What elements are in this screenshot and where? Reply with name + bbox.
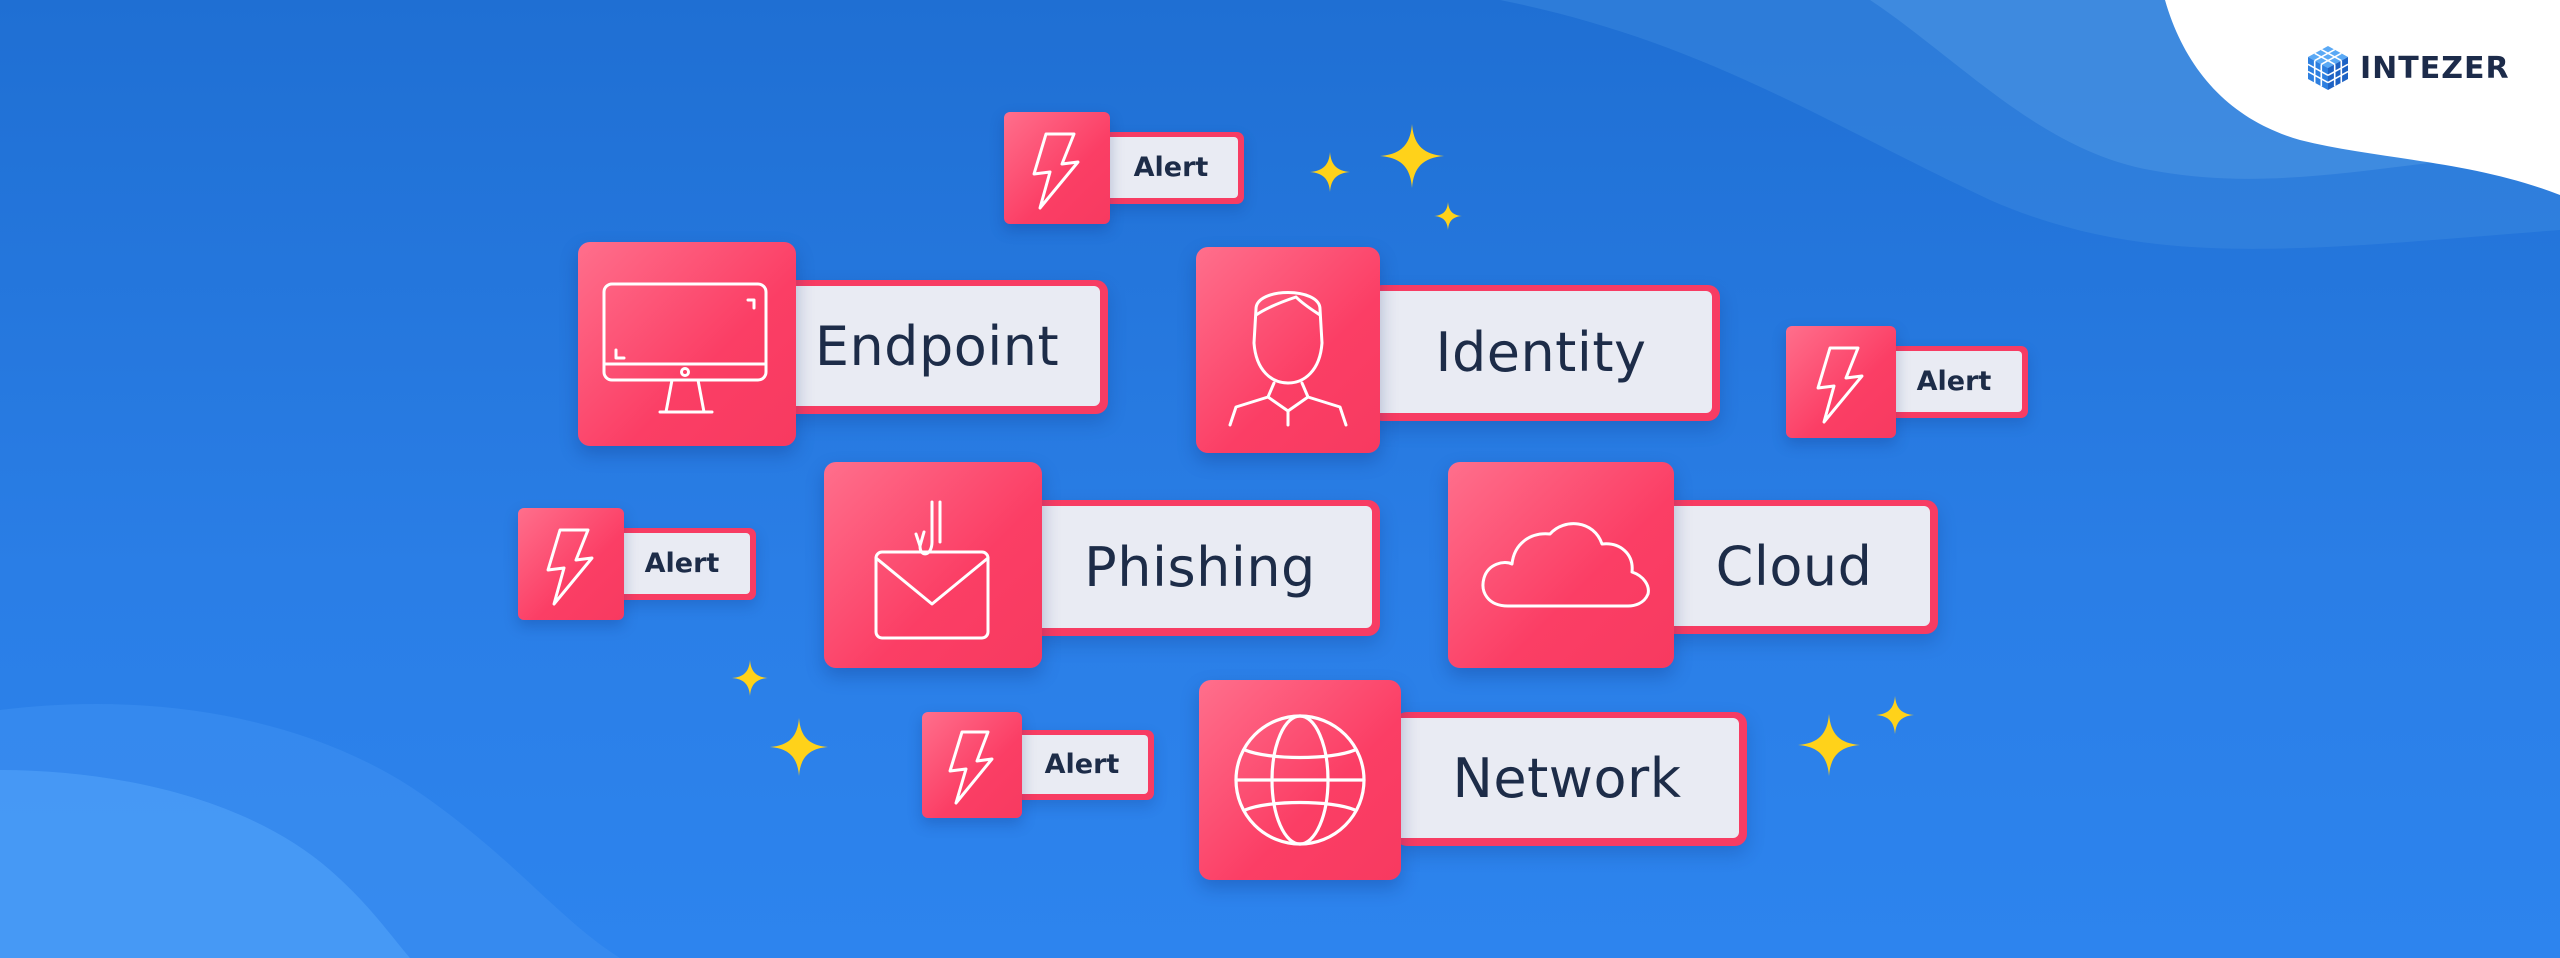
user-icon <box>1196 247 1380 453</box>
alert-label: Alert <box>1133 152 1209 183</box>
lightning-bolt-icon <box>518 508 624 620</box>
alert-chip: Alert <box>518 508 756 620</box>
category-label: Identity <box>1435 320 1647 384</box>
sparkle-icon <box>1380 124 1444 188</box>
sparkle-icon <box>1434 202 1462 230</box>
category-card-endpoint: Endpoint <box>578 242 1138 446</box>
category-label: Cloud <box>1715 534 1873 598</box>
brand-name: INTEZER <box>2360 50 2510 86</box>
alert-label: Alert <box>644 548 720 579</box>
lightning-bolt-icon <box>1786 326 1896 438</box>
alert-chip: Alert <box>1004 112 1244 224</box>
category-card-phishing: Phishing <box>824 462 1384 668</box>
envelope-hook-icon <box>824 462 1042 668</box>
sparkle-icon <box>1310 152 1350 192</box>
sparkle-icon <box>1876 696 1914 734</box>
cloud-icon <box>1448 462 1674 668</box>
alert-chip: Alert <box>1786 326 2028 438</box>
brand-logo: INTEZER <box>2306 44 2510 92</box>
category-card-network: Network <box>1199 680 1749 880</box>
sparkle-icon <box>1798 714 1860 776</box>
category-label: Phishing <box>1084 535 1316 599</box>
sparkle-icon <box>732 660 768 696</box>
alert-label: Alert <box>1916 366 1992 397</box>
alert-label: Alert <box>1044 749 1120 780</box>
lightning-bolt-icon <box>922 712 1022 818</box>
globe-icon <box>1199 680 1401 880</box>
category-label: Network <box>1452 746 1682 810</box>
monitor-icon <box>578 242 796 446</box>
alert-chip: Alert <box>922 712 1154 818</box>
sparkle-icon <box>770 718 828 776</box>
cube-grid-icon <box>2307 46 2349 90</box>
lightning-bolt-icon <box>1004 112 1110 224</box>
category-card-cloud: Cloud <box>1448 462 1938 668</box>
category-label: Endpoint <box>814 314 1060 378</box>
category-card-identity: Identity <box>1196 247 1726 453</box>
